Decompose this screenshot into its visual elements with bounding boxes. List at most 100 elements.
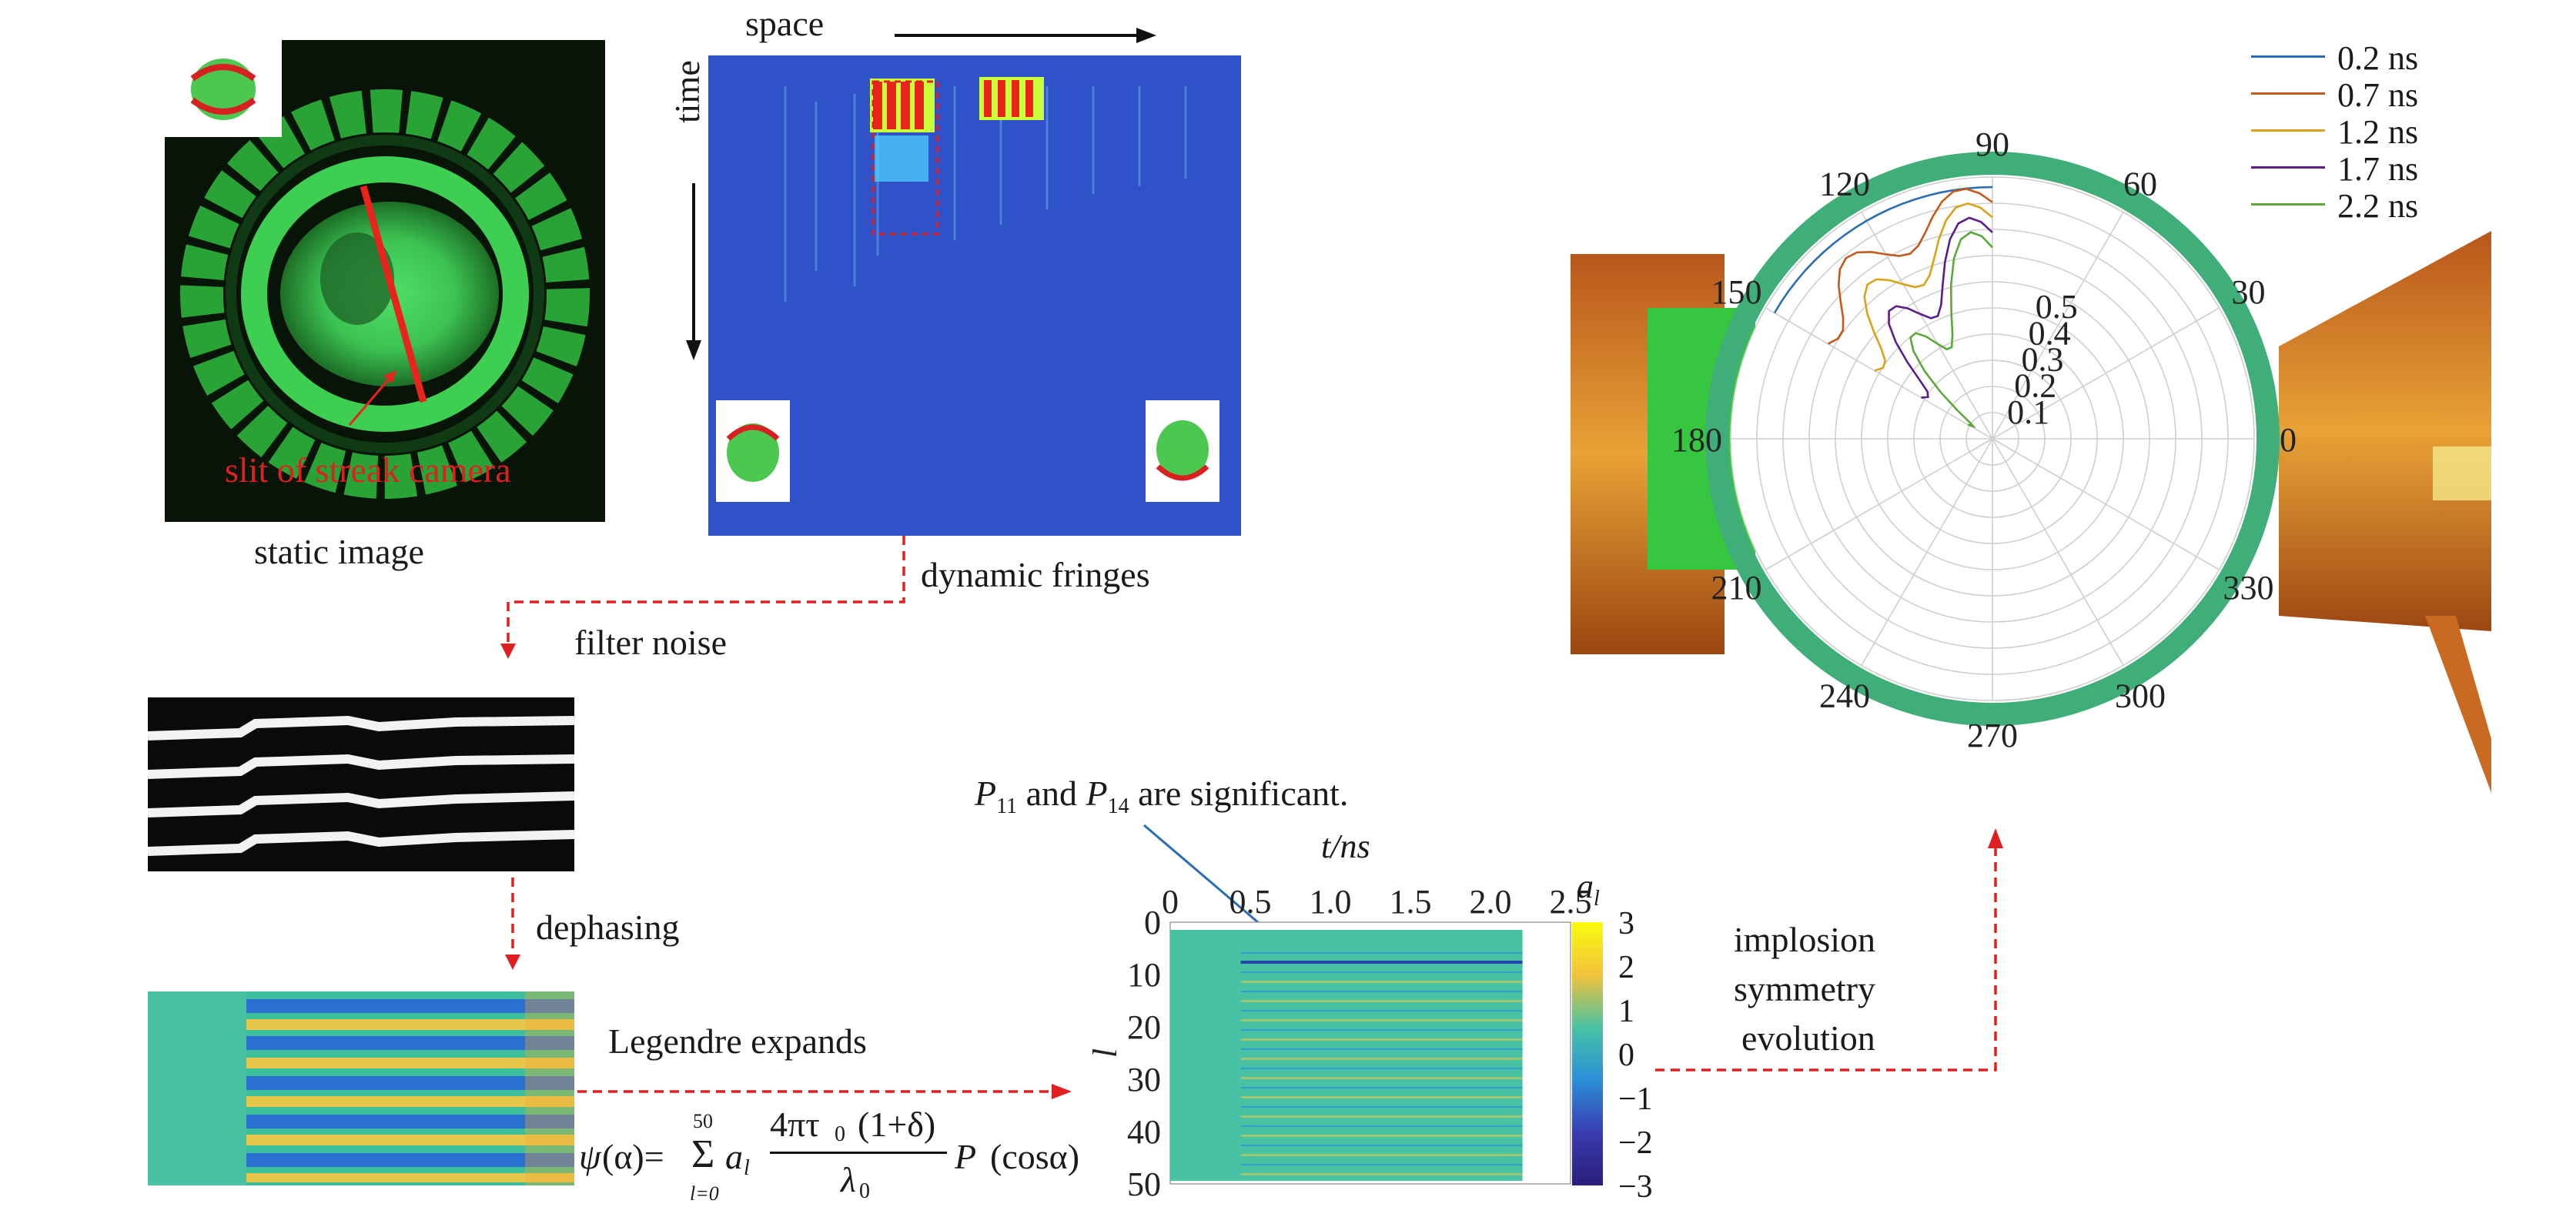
polar-legend: 0.2 ns 0.7 ns 1.2 ns 1.7 ns 2.2 ns (2251, 38, 2490, 231)
dephasing-label: dephasing (536, 908, 680, 947)
heatmap-xtick: 1.0 (1310, 883, 1352, 921)
formula-alpha: (α)= (602, 1137, 664, 1176)
polar-radial-tick: 0.2 (2014, 367, 2056, 405)
connector-fringes-filter (500, 536, 905, 659)
polar-angle-tick: 90 (1975, 125, 2009, 163)
time-label: time (667, 60, 707, 123)
heatmap-xtick: 0.5 (1229, 883, 1272, 921)
polar-radial-tick: 0.5 (2036, 288, 2078, 326)
slit-line (360, 185, 427, 403)
polar-angle-tick: 150 (1711, 273, 1761, 311)
colorbar-tick: −3 (1618, 1169, 1653, 1205)
middle-ring (241, 156, 529, 432)
heatmap-xtick: 1.5 (1390, 883, 1432, 921)
heatmap-ytick: 50 (1127, 1165, 1161, 1203)
heatmap-xlabel: t/ns (1321, 828, 1370, 865)
legend-text: 0.2 ns (2337, 39, 2419, 77)
slit-arrowhead (383, 371, 396, 383)
polar-series-line (1888, 216, 1993, 399)
polar-series-line (1827, 188, 1993, 345)
legend-swatch (2251, 166, 2325, 169)
polar-series-line (1863, 202, 1993, 372)
dephased-flat-region (148, 991, 246, 1185)
legend-swatch (2251, 92, 2325, 95)
heatmap-ytick: 10 (1127, 956, 1161, 994)
heatmap-ylabel: l (1086, 1048, 1124, 1058)
core-dark-spot (320, 232, 394, 325)
space-label: space (745, 4, 825, 43)
polar-angle-tick: 330 (2223, 569, 2274, 607)
evolution-label: evolution (1741, 1018, 1875, 1058)
formula-numerator-rest: (1+δ) (858, 1105, 936, 1144)
inset-left-arc (726, 424, 780, 441)
legend-item: 0.2 ns (2251, 38, 2490, 77)
legend-item: 2.2 ns (2251, 186, 2490, 225)
colorbar-tick: 2 (1618, 950, 1634, 985)
heatmap-data (1170, 930, 1523, 1181)
formula-denominator: λ (841, 1160, 856, 1199)
heatmap-xtick: 0 (1162, 883, 1179, 921)
implosion-label: implosion (1734, 920, 1876, 959)
right-stalk (2425, 616, 2491, 793)
legend-item: 1.2 ns (2251, 112, 2490, 151)
polar-plot: 0.10.20.30.40.50306090120150180210240270… (1671, 125, 2297, 754)
legendre-formula: ψ (α)= 50 Σ l=0 a l 4πτ 0 (1+δ) λ 0 P (c… (579, 1102, 1095, 1207)
polar-series-line (1909, 231, 1993, 429)
polar-radial-tick: 0.1 (2007, 393, 2049, 431)
formula-fraction-bar (770, 1152, 947, 1154)
space-arrow (895, 28, 1156, 43)
connector-legendre-heatmap (577, 1084, 1072, 1099)
polar-grid-spoke (1992, 212, 2124, 440)
legend-text: 0.7 ns (2337, 76, 2419, 114)
polar-angle-tick: 0 (2280, 421, 2297, 459)
polar-grid-spoke (1992, 438, 2124, 666)
legendre-label: Legendre expands (608, 1021, 867, 1061)
formula-psi: ψ (579, 1137, 601, 1176)
dynamic-fringes-label: dynamic fringes (921, 555, 1150, 594)
formula-sum-bottom: l=0 (690, 1182, 719, 1205)
legend-text: 2.2 ns (2337, 187, 2419, 225)
polar-grid-spoke (1861, 212, 1993, 440)
dynamic-fringes-svg (716, 77, 1219, 502)
dark-ring (226, 135, 544, 453)
legend-item: 1.7 ns (2251, 149, 2490, 188)
slit-arrow (348, 370, 397, 426)
legend-text: 1.7 ns (2337, 150, 2419, 188)
streak-noise (784, 79, 1187, 302)
annotation: P11 and P14 are significant. (975, 774, 1349, 819)
symmetry-label: symmetry (1734, 969, 1875, 1008)
legend-item: 0.7 ns (2251, 75, 2490, 114)
heatmap-ytick: 20 (1127, 1008, 1161, 1046)
formula-sigma: Σ (691, 1132, 715, 1176)
formula-cos: (cosα) (990, 1137, 1080, 1176)
filtered-fringes-svg (147, 715, 575, 856)
polar-grid-spoke (1861, 438, 1993, 666)
connector-heatmap-polar (1655, 828, 2003, 1072)
dephased-svg (148, 991, 574, 1185)
polar-grid-spoke (1765, 438, 1993, 570)
polar-rim (1705, 152, 2280, 726)
colorbar-tick: −2 (1618, 1125, 1653, 1161)
formula-P: P (955, 1137, 977, 1176)
polar-angle-tick: 120 (1819, 165, 1870, 202)
heatmap-xtick: 2.0 (1470, 883, 1512, 921)
formula-numerator-sub: 0 (835, 1122, 845, 1146)
heatmap-xtick: 2.5 (1550, 883, 1592, 921)
polar-angle-tick: 240 (1819, 677, 1870, 715)
polar-angle-tick: 180 (1671, 421, 1722, 459)
colorbar-tick: 1 (1618, 994, 1634, 1029)
colorbar (1572, 922, 1603, 1185)
heatmap-ytick: 30 (1127, 1061, 1161, 1098)
polar-grid-spoke (1765, 307, 1993, 440)
static-image-label: static image (254, 532, 424, 571)
legend-swatch (2251, 129, 2325, 132)
heatmap-ytick: 0 (1144, 904, 1161, 941)
polar-radial-tick: 0.4 (2029, 314, 2071, 352)
polar-angle-tick: 300 (2115, 677, 2166, 715)
legend-swatch (2251, 55, 2325, 58)
inset-left-capsule-icon (727, 423, 779, 482)
inset-right-arc (1156, 464, 1209, 481)
polar-series-line (1773, 186, 1993, 314)
dephased-bands (246, 999, 574, 1182)
right-bright-spot (2433, 446, 2491, 500)
